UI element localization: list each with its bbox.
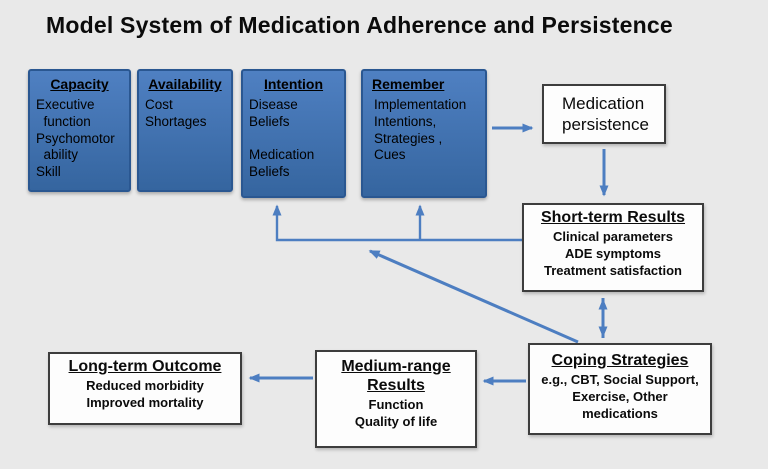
coping-strategies-title: Coping Strategies bbox=[551, 352, 689, 369]
remember-box-title: Remember bbox=[372, 76, 445, 92]
medication-persistence-box: Medication persistence bbox=[542, 84, 666, 144]
medication-persistence-text: Medication persistence bbox=[562, 93, 649, 134]
availability-box-title: Availability bbox=[148, 76, 222, 92]
remember-box: Remember Implementation Intentions, Stra… bbox=[361, 69, 487, 198]
availability-box-body: Cost Shortages bbox=[145, 97, 207, 129]
long-term-outcome-body: Reduced morbidity Improved mortality bbox=[86, 377, 204, 410]
arrow-shortterm-to-intention bbox=[272, 204, 522, 242]
capacity-box-body: Executive function Psychomotor ability S… bbox=[36, 97, 115, 180]
short-term-results-body: Clinical parameters ADE symptoms Treatme… bbox=[544, 228, 682, 278]
medium-range-results-box: Medium-range Results Function Quality of… bbox=[315, 350, 477, 448]
remember-box-body: Implementation Intentions, Strategies , … bbox=[374, 97, 467, 163]
coping-strategies-body: e.g., CBT, Social Support, Exercise, Oth… bbox=[541, 371, 699, 421]
intention-box-title: Intention bbox=[263, 76, 324, 92]
coping-strategies-box: Coping Strategies e.g., CBT, Social Supp… bbox=[528, 343, 712, 435]
capacity-box-title: Capacity bbox=[50, 76, 109, 92]
medium-range-results-title: Medium-range Results bbox=[341, 358, 451, 394]
medium-range-results-body: Function Quality of life bbox=[354, 396, 438, 429]
long-term-outcome-box: Long-term Outcome Reduced morbidity Impr… bbox=[48, 352, 242, 425]
availability-box: Availability Cost Shortages bbox=[137, 69, 233, 192]
long-term-outcome-title: Long-term Outcome bbox=[68, 358, 222, 375]
capacity-box: Capacity Executive function Psychomotor … bbox=[28, 69, 131, 192]
intention-box: Intention Disease Beliefs Medication Bel… bbox=[241, 69, 346, 198]
short-term-results-box: Short-term Results Clinical parameters A… bbox=[522, 203, 704, 292]
intention-box-body: Disease Beliefs Medication Beliefs bbox=[249, 97, 315, 180]
diagram-title: Model System of Medication Adherence and… bbox=[46, 12, 673, 38]
short-term-results-title: Short-term Results bbox=[540, 209, 686, 226]
